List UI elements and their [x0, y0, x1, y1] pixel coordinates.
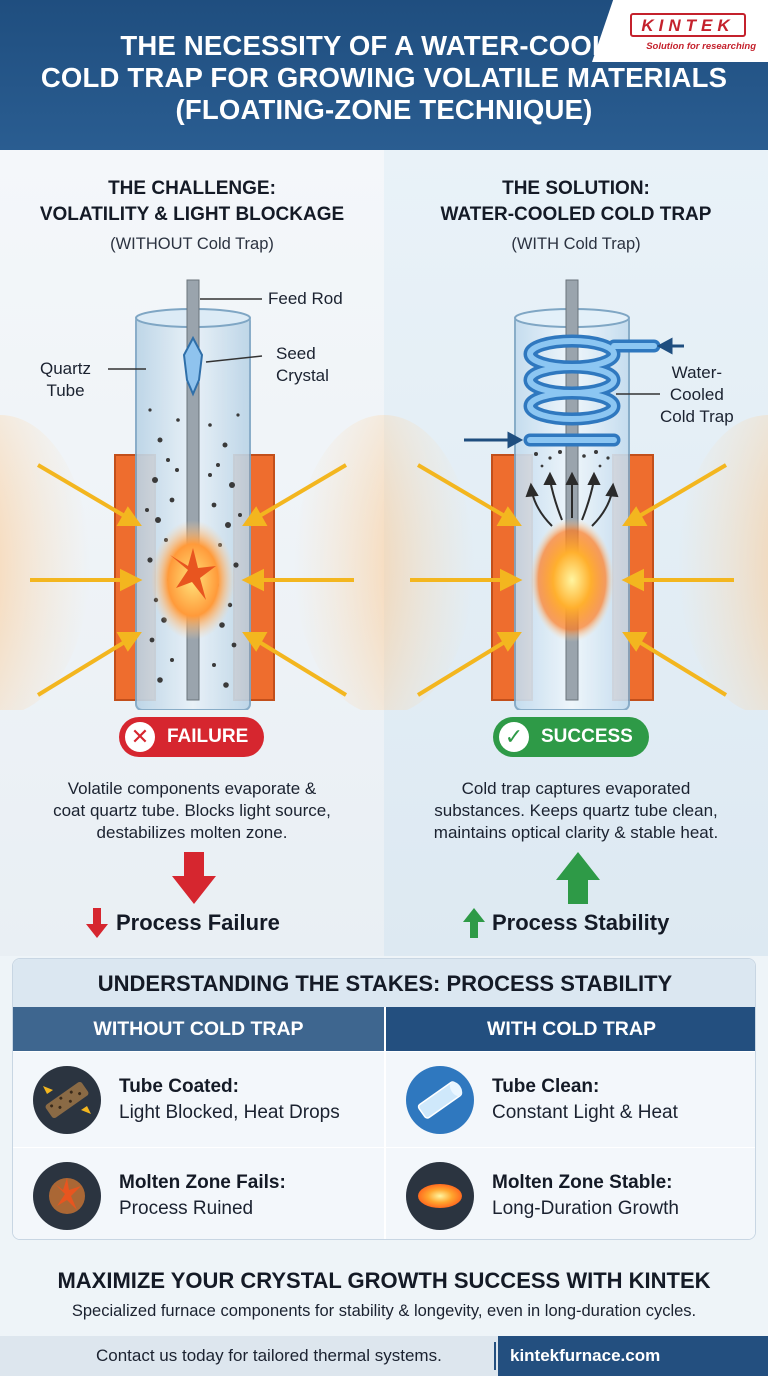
challenge-description-line-3: destabilizes molten zone.: [96, 823, 288, 842]
table-cell-molten-stable: Molten Zone Stable: Long-Duration Growth: [386, 1148, 755, 1239]
footer-divider: [494, 1342, 496, 1370]
tube-coated-title: Tube Coated:: [119, 1076, 239, 1097]
column-header-without: WITHOUT COLD TRAP: [13, 1007, 384, 1051]
check-circle-icon: ✓: [499, 722, 529, 752]
brand-logo-text: KINTEK: [630, 13, 746, 37]
coolant-flow-arrows: [464, 337, 684, 449]
light-arrows-left: [30, 463, 143, 697]
molten-fails-title: Molten Zone Fails:: [119, 1172, 286, 1193]
challenge-description: Volatile components evaporate & coat qua…: [0, 778, 384, 844]
header-banner: THE NECESSITY OF A WATER-COOLED COLD TRA…: [0, 0, 768, 150]
cold-trap-label-line-2: Cooled: [669, 385, 724, 404]
solution-description: Cold trap captures evaporated substances…: [384, 778, 768, 844]
column-header-with: WITH COLD TRAP: [386, 1007, 755, 1051]
challenge-subheading: (WITHOUT Cold Trap): [110, 235, 274, 253]
contact-text: Contact us today for tailored thermal sy…: [96, 1346, 442, 1365]
table-cell-tube-clean: Tube Clean: Constant Light & Heat: [386, 1052, 755, 1147]
brand-logo: KINTEK Solution for researching: [592, 0, 768, 62]
challenge-heading-line-1: THE CHALLENGE:: [108, 178, 276, 199]
fractured-melt: [170, 548, 216, 600]
molten-zone: [530, 518, 614, 642]
tube-clean-title: Tube Clean:: [492, 1076, 600, 1097]
molten-stable-title: Molten Zone Stable:: [492, 1172, 673, 1193]
big-up-arrow-icon: [556, 852, 600, 904]
molten-fails-text: Process Ruined: [119, 1198, 254, 1219]
molten-stable-text: Long-Duration Growth: [492, 1198, 679, 1219]
challenge-description-line-2: coat quartz tube. Blocks light source,: [53, 801, 331, 820]
challenge-heading: THE CHALLENGE: VOLATILITY & LIGHT BLOCKA…: [0, 176, 384, 228]
solution-heading: THE SOLUTION: WATER-COOLED COLD TRAP: [384, 176, 768, 228]
seed-crystal-label-line-2: Crystal: [276, 366, 329, 385]
challenge-heading-line-2: VOLATILITY & LIGHT BLOCKAGE: [39, 204, 345, 225]
light-arrows-right: [241, 463, 354, 697]
solution-description-line-1: Cold trap captures evaporated: [461, 779, 691, 798]
stakes-table: UNDERSTANDING THE STAKES: PROCESS STABIL…: [12, 958, 756, 1240]
failure-badge-label: FAILURE: [167, 726, 249, 747]
process-stability-label: Process Stability: [492, 910, 670, 935]
challenge-description-line-1: Volatile components evaporate &: [67, 779, 317, 798]
arrow-down-icon: [86, 908, 108, 938]
page-title-line-2: COLD TRAP FOR GROWING VOLATILE MATERIALS: [40, 62, 728, 93]
water-cooled-coil-highlight: [527, 338, 657, 443]
tube-clean-text: Constant Light & Heat: [492, 1102, 678, 1123]
arrow-up-icon: [463, 908, 485, 938]
quartz-tube-label-line-1: Quartz: [40, 359, 92, 378]
failure-badge: ✕ FAILURE: [119, 717, 265, 757]
footer-bar: Contact us today for tailored thermal sy…: [0, 1336, 768, 1376]
page-title: THE NECESSITY OF A WATER-COOLED COLD TRA…: [10, 30, 758, 126]
x-circle-icon: ✕: [125, 722, 155, 752]
table-cell-molten-fails: Molten Zone Fails: Process Ruined: [13, 1148, 384, 1239]
seed-crystal-label: Seed Crystal: [276, 343, 329, 387]
seed-crystal-label-line-1: Seed: [276, 344, 316, 363]
feed-rod-label: Feed Rod: [268, 289, 343, 308]
brand-logo-tagline: Solution for researching: [646, 41, 756, 52]
solution-description-line-3: maintains optical clarity & stable heat.: [433, 823, 719, 842]
cta-text: Specialized furnace components for stabi…: [71, 1302, 697, 1320]
big-down-arrow-icon: [172, 852, 216, 904]
tube-coated-text: Light Blocked, Heat Drops: [119, 1102, 340, 1123]
solution-heading-line-2: WATER-COOLED COLD TRAP: [440, 204, 712, 225]
quartz-tube-label: Quartz Tube: [40, 358, 91, 402]
challenge-diagram: [0, 279, 384, 710]
page-title-line-3: (FLOATING-ZONE TECHNIQUE): [175, 94, 593, 125]
page-title-line-1: THE NECESSITY OF A WATER-COOLED: [120, 30, 648, 61]
success-badge: ✓ SUCCESS: [493, 717, 649, 757]
seed-crystal: [182, 335, 204, 397]
cold-trap-label-line-1: Water-: [671, 363, 723, 382]
stable-melt-icon: [406, 1162, 474, 1230]
quartz-tube-label-line-2: Tube: [46, 381, 85, 400]
table-cell-tube-coated: Tube Coated: Light Blocked, Heat Drops: [13, 1052, 384, 1147]
fractured-melt-icon: [33, 1162, 101, 1230]
right-lamp-glow: [294, 415, 384, 710]
captured-particles: [534, 450, 610, 468]
right-lamp-glow: [678, 415, 768, 710]
left-lamp-glow: [0, 415, 90, 710]
cta-title: MAXIMIZE YOUR CRYSTAL GROWTH SUCCESS WIT…: [57, 1268, 711, 1293]
process-failure-label: Process Failure: [116, 910, 280, 935]
success-badge-label: SUCCESS: [541, 726, 633, 747]
stakes-title: UNDERSTANDING THE STAKES: PROCESS STABIL…: [13, 959, 755, 1007]
cold-trap-label: Water- Cooled Cold Trap: [660, 362, 734, 428]
solution-subheading: (WITH Cold Trap): [511, 235, 641, 253]
coated-tube-icon: [33, 1066, 101, 1134]
cold-trap-label-line-3: Cold Trap: [660, 407, 734, 426]
solution-description-line-2: substances. Keeps quartz tube clean,: [434, 801, 718, 820]
vapor-arrows: [525, 471, 619, 527]
left-lamp-glow: [384, 415, 474, 710]
solution-heading-line-1: THE SOLUTION:: [502, 178, 650, 199]
website-link[interactable]: kintekfurnace.com: [498, 1336, 768, 1376]
light-arrows-right: [621, 463, 734, 697]
light-arrows-left: [410, 463, 523, 697]
clean-tube-icon: [406, 1066, 474, 1134]
solution-diagram: [384, 279, 768, 710]
seed-crystal-leader: [205, 355, 263, 363]
